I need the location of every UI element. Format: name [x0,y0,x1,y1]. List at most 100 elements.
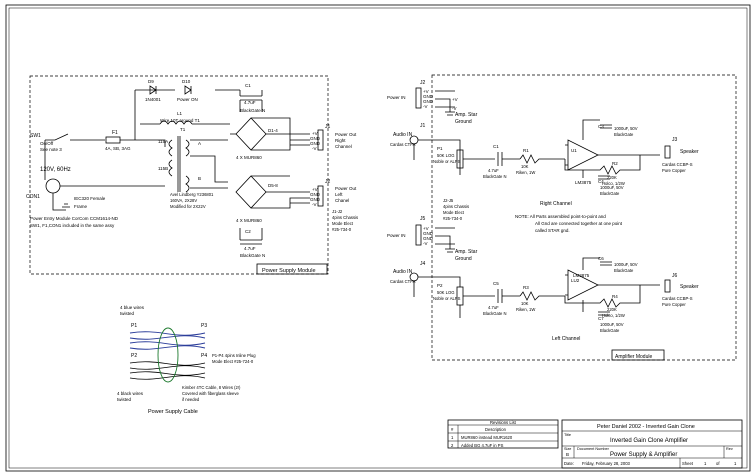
bridge2-label: 4 X MUR860 [236,218,262,223]
pout-right-2: Right [335,138,346,143]
amp-j2-label: J2 [420,80,426,86]
c1-type: BlackGate N [240,108,265,113]
amp-j5-pin4: -V [423,241,428,246]
j2-connector [317,185,324,207]
speaker-right: Speaker [680,149,699,155]
c7-label: C7 [598,316,604,321]
amp-j2-connector [415,87,422,109]
resistor-r2 [564,155,641,175]
cable-black-wires-2: twisted [117,397,132,402]
resistor-r4 [564,285,641,308]
c5-value: 4.7uF [488,305,499,310]
date-label: Date: [564,461,574,466]
j2-nv: -V [312,202,317,207]
resistor-r1 [519,154,565,164]
u2-ic: LM3875 [573,273,590,278]
cable-p4: P4 [201,353,207,359]
r4-label: R4 [612,294,618,299]
d9-value: 1N4001 [145,97,161,102]
iec-label: IEC320 Female [74,196,106,201]
j2-gnd1: GND [310,192,321,197]
amp-j5-pin2: GND [423,231,434,236]
amp-j2-pin4: -V [423,104,428,109]
led-wiring [134,89,240,140]
drawing-inner-border [8,7,748,469]
j12-note-4: #25-734-0 [332,227,352,232]
revisions-table [447,419,559,449]
revision-1-num: 1 [451,435,454,440]
capacitor-c3 [600,124,612,129]
title-block [561,419,743,469]
star-ground-r-1: Amp. Star [455,112,478,118]
led-d10 [184,85,192,95]
transformer-t1-windings [168,139,190,193]
c5-label: C5 [493,281,499,286]
right-channel-label: Right Channel [540,201,572,207]
amp-j5-pin1: +V [423,226,429,231]
amplifier-module-tag [611,349,665,361]
resistor-r3 [519,291,565,301]
plug-note-1: P1-P4 4pins Inline Plug [212,353,256,358]
note-line-3: called STAR gnd. [535,228,570,233]
c4-label: C4 [598,179,604,184]
secondary-a: A [198,141,201,146]
author-line: Peter Daniel 2002 - Inverted Gain Clone [597,424,695,430]
note-line-1: NOTE: All Parts assembled point-to-point… [515,214,606,219]
j12-note-1: J1-J2 [332,209,343,214]
c4-value: 1000uF, 50V [600,185,624,190]
j6-label: J6 [672,273,678,279]
c6-value: 1000uF, 50V [614,262,638,267]
cable-blue-wires-1: 4 blue wires [120,305,145,310]
c1-label: C1 [245,83,251,88]
speaker-j3 [664,145,671,159]
p2-value: 50K LOG [437,290,454,295]
c4-type: BlackGate [600,191,620,196]
r4-value: 220K [607,307,617,312]
spk-right-2: Pure Copper [662,168,686,173]
spk-right-1: Cardas CCBP-S [662,162,693,167]
docnum-label: Document Number [577,447,610,451]
frame-label: Frame [74,204,87,209]
sheet-total: 1 [734,461,737,466]
j2-gnd2: GND [310,197,321,202]
u1-label: U1 [571,148,577,153]
v-neg-r: -V [452,106,457,111]
j1-v: +V [312,131,318,136]
amp-j2-pin2: GND [423,94,434,99]
j25-note-2: 4pins Chassis [443,204,469,209]
j3-label: J3 [672,137,678,143]
entry-note-1: Power Entry Module CorCom CCM1614-ND [30,216,119,221]
r1-label: R1 [523,148,529,153]
j25-note-1: J2-J5 [443,198,454,203]
transformer-t1-core [177,136,181,192]
date-value: Friday, February 28, 2003 [582,461,631,466]
bridge-d5-8 [235,175,267,209]
revision-2-num: 2 [451,443,454,448]
pout-left-3: Chanel [335,198,349,203]
u1-wiring [565,119,660,178]
speaker-left: Speaker [680,284,699,290]
kimber-note-2: Covered with fiberglass sleeve [182,391,239,396]
j1-wiring [230,117,310,151]
sw1-onoff: On/Off [40,141,54,146]
amp-j5-label: J5 [420,216,426,222]
diode-d9 [149,85,157,95]
f1-value: 4A, SB, 3AG [105,146,131,151]
r1-value: 10K [521,164,529,169]
cable-title: Power Supply Cable [148,409,198,415]
audio-in-left: Audio IN [393,269,413,275]
amp-j5-pin3: GND [423,236,434,241]
audio-in-right: Audio IN [393,132,413,138]
u2-label: LU2 [571,278,580,283]
blue-twisted-wires [129,331,206,350]
capacitor-c6 [600,261,612,266]
docnum-value: Power Supply & Amplifier [610,452,677,458]
sheet-num: 1 [704,461,707,466]
p1-value: 50K LOG [437,153,454,158]
sw1-note: See note 3 [40,147,62,152]
amp-j1-label: J1 [420,123,426,129]
amp-j2-power-in: Power IN [387,95,406,100]
speaker-j6 [664,279,671,293]
p1-label: P1 [437,146,443,151]
